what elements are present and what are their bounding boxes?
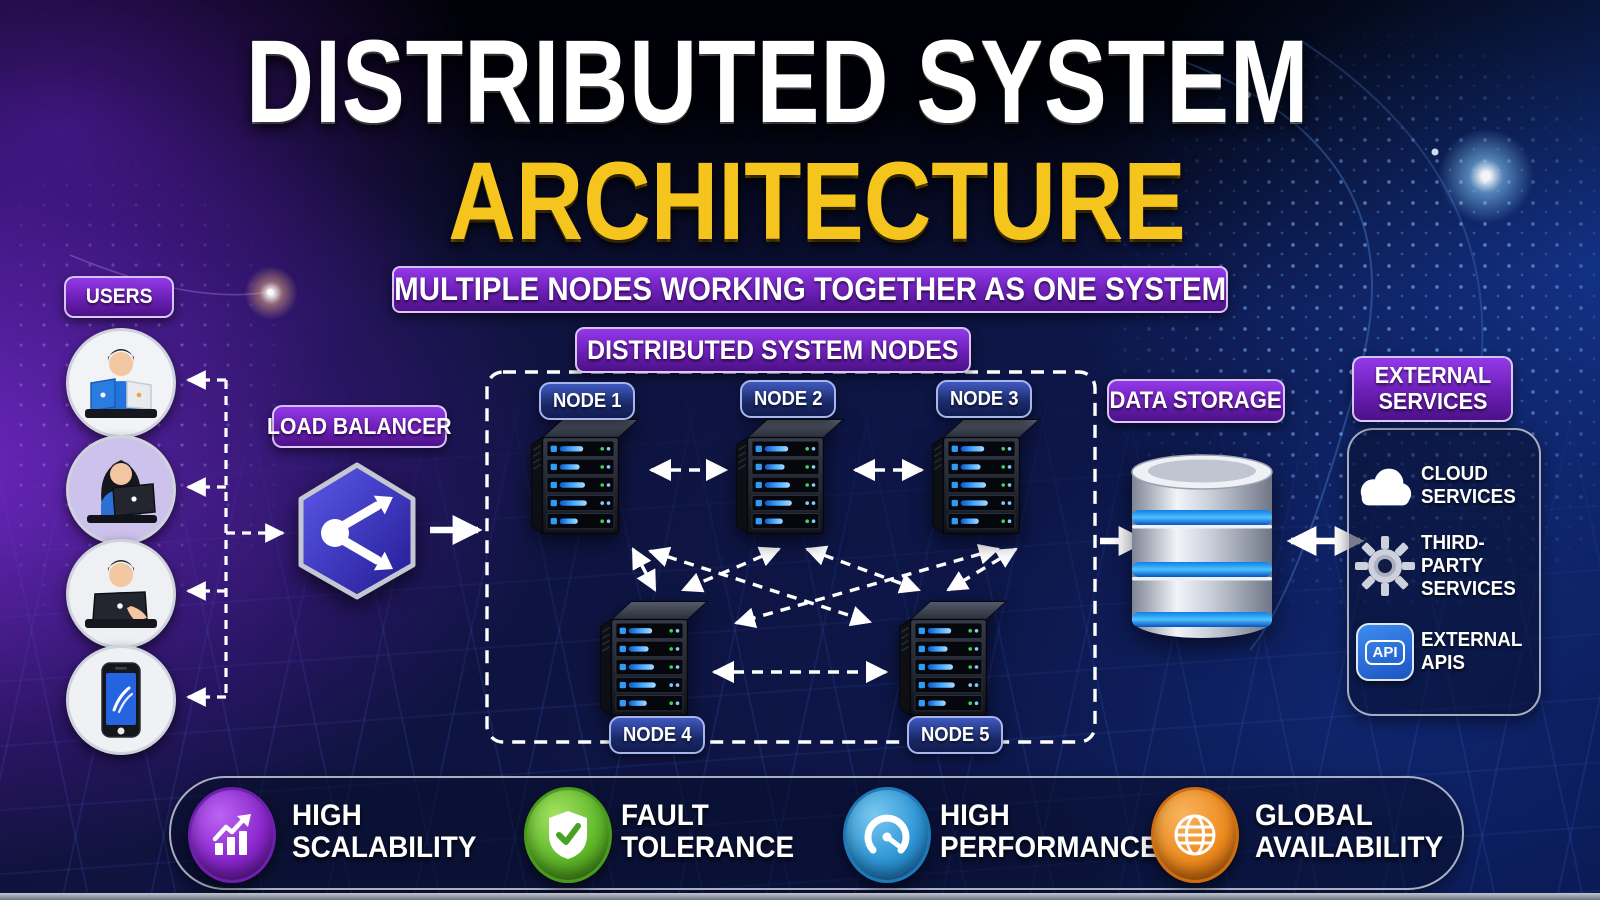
database-cylinder-icon <box>1131 454 1273 638</box>
node-5-text: NODE 5 <box>920 723 990 746</box>
external-item-cloud: CLOUD SERVICES <box>1349 456 1539 516</box>
external-item-thirdparty: THIRD-PARTY SERVICES <box>1349 531 1539 600</box>
avatar-user-1 <box>66 328 176 438</box>
node-2-label: NODE 2 <box>740 380 836 418</box>
node-3-server-icon <box>929 412 1043 539</box>
high-performance-badge <box>843 787 931 883</box>
external-services-label: EXTERNAL SERVICES <box>1352 356 1513 422</box>
node-2-text: NODE 2 <box>753 387 823 410</box>
subtitle-banner: MULTIPLE NODES WORKING TOGETHER AS ONE S… <box>392 266 1228 313</box>
node-5-server-icon <box>896 594 1010 721</box>
main-title-accent: ARCHITECTURE <box>448 140 1186 263</box>
api-badge-text: API <box>1365 639 1405 665</box>
cloud-icon <box>1349 464 1421 508</box>
speedometer-icon <box>864 814 910 854</box>
api-badge-icon: API <box>1349 623 1421 681</box>
external-services-label-text: EXTERNAL SERVICES <box>1374 362 1491 414</box>
shield-check-icon <box>549 811 587 859</box>
node-1-label: NODE 1 <box>539 382 635 420</box>
data-storage-label-text: DATA STORAGE <box>1109 387 1283 414</box>
fault-tolerance-badge <box>524 787 612 883</box>
smartphone-avatar <box>101 662 141 738</box>
bottom-strip <box>0 893 1600 900</box>
man-with-laptops-avatar <box>85 349 157 418</box>
node-2-server-icon <box>733 412 847 539</box>
main-title: DISTRIBUTED SYSTEM <box>245 16 1310 148</box>
nodes-section-banner: DISTRIBUTED SYSTEM NODES <box>575 327 971 373</box>
external-item-apis: API EXTERNAL APIS <box>1349 620 1539 684</box>
nodes-banner-text: DISTRIBUTED SYSTEM NODES <box>587 334 959 365</box>
global-availability-badge <box>1151 787 1239 883</box>
avatar-user-2 <box>66 435 176 545</box>
high-scalability-badge <box>188 787 276 883</box>
users-label-text: USERS <box>85 285 153 308</box>
share-distribute-icon <box>321 495 393 571</box>
avatar-user-3 <box>66 539 176 649</box>
node-1-server-icon <box>528 412 642 539</box>
globe-icon <box>1174 814 1216 856</box>
man-with-laptop-avatar <box>85 560 157 628</box>
load-balancer-label: LOAD BALANCER <box>267 405 452 448</box>
subtitle-text: MULTIPLE NODES WORKING TOGETHER AS ONE S… <box>394 271 1226 307</box>
node-4-label: NODE 4 <box>609 716 705 754</box>
avatar-user-4 <box>66 645 176 755</box>
third-party-services-text: THIRD-PARTY SERVICES <box>1421 531 1516 600</box>
load-balancer-label-text: LOAD BALANCER <box>267 413 452 439</box>
gear-icon <box>1349 535 1421 597</box>
load-balancer-hexagon <box>298 462 416 600</box>
node-3-label: NODE 3 <box>936 380 1032 418</box>
growth-chart-icon <box>212 814 251 855</box>
data-storage-label: DATA STORAGE <box>1107 379 1285 423</box>
woman-with-laptop-avatar <box>87 460 157 523</box>
node-5-label: NODE 5 <box>907 716 1003 754</box>
external-apis-text: EXTERNAL APIS <box>1421 629 1523 674</box>
node-4-text: NODE 4 <box>622 723 692 746</box>
node-4-server-icon <box>597 594 711 721</box>
features-bar <box>169 776 1464 890</box>
users-label: USERS <box>64 276 174 318</box>
cloud-services-text: CLOUD SERVICES <box>1421 463 1516 508</box>
node-1-text: NODE 1 <box>552 389 622 412</box>
external-services-panel: CLOUD SERVICES <box>1347 428 1541 716</box>
node-3-text: NODE 3 <box>949 387 1019 410</box>
